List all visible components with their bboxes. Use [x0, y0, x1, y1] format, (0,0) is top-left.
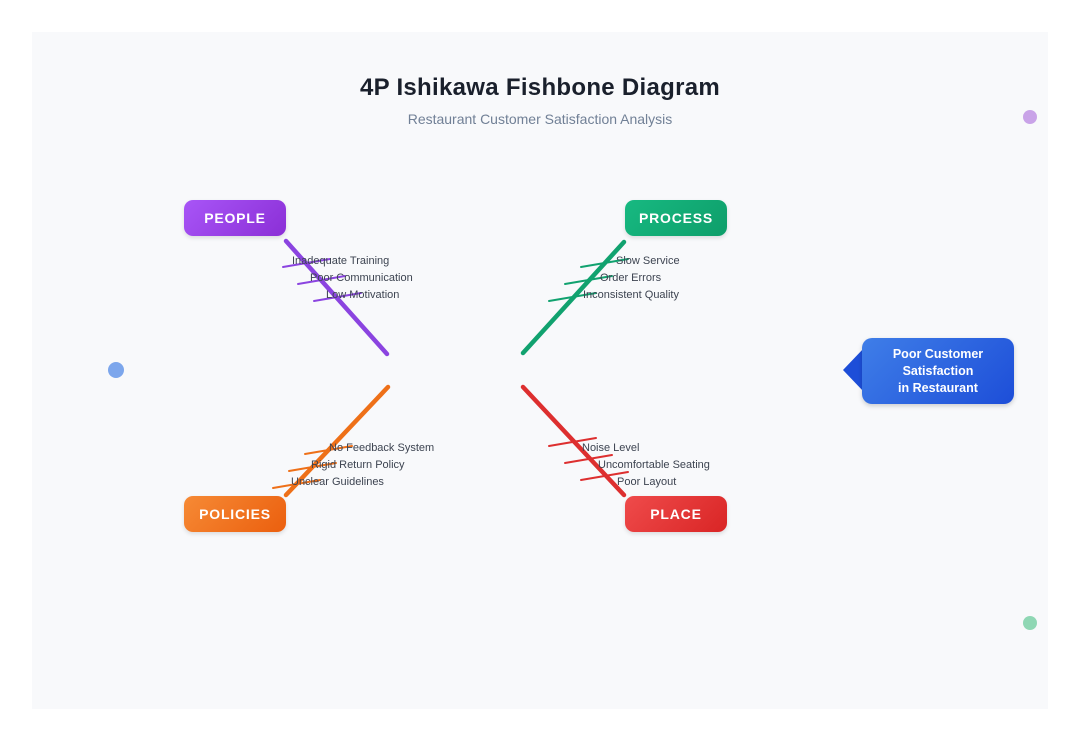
cause-label: Rigid Return Policy [311, 459, 405, 471]
category-label-people: PEOPLE [204, 210, 266, 226]
category-box-policies: POLICIES [184, 496, 286, 532]
cause-label: Poor Layout [617, 476, 677, 488]
category-label-process: PROCESS [638, 210, 714, 226]
cause-label: Inconsistent Quality [583, 289, 679, 301]
cause-label: Inadequate Training [292, 255, 390, 267]
cause-label: Uncomfortable Seating [598, 459, 710, 471]
effect-text-line1: Poor Customer [892, 346, 984, 361]
cause-label: Low Motivation [326, 289, 400, 301]
effect-text-line2: Satisfaction [902, 363, 974, 378]
category-label-place: PLACE [650, 506, 702, 522]
cause-label: Noise Level [582, 442, 640, 454]
category-label-policies: POLICIES [199, 506, 271, 522]
category-box-place: PLACE [625, 496, 727, 532]
diagram-subtitle: Restaurant Customer Satisfaction Analysi… [407, 111, 673, 127]
effect-text-line3: in Restaurant [898, 380, 978, 395]
category-box-process: PROCESS [625, 200, 727, 236]
cause-label: Slow Service [616, 255, 680, 267]
cause-label: Poor Communication [310, 272, 413, 284]
cause-label: Unclear Guidelines [291, 476, 384, 488]
category-box-people: PEOPLE [184, 200, 286, 236]
cause-label: No Feedback System [329, 442, 435, 454]
diagram-title: 4P Ishikawa Fishbone Diagram [359, 74, 721, 101]
effect-box: Poor Customer Satisfaction in Restaurant [862, 338, 1014, 404]
cause-label: Order Errors [600, 272, 662, 284]
